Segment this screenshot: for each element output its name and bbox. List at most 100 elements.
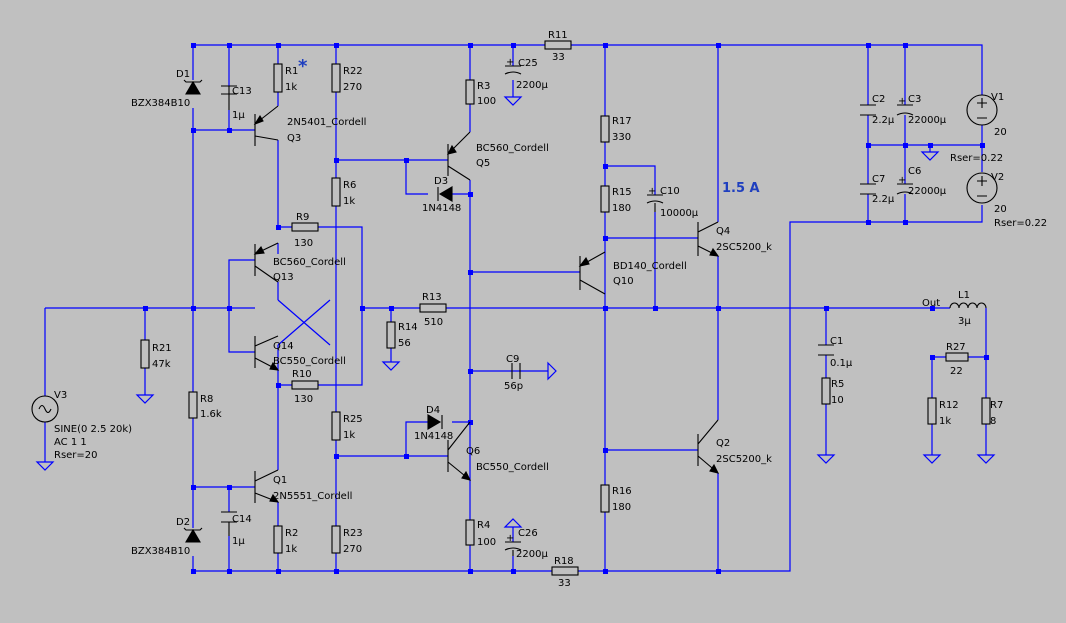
resistor-R27[interactable]: R27 22 (945, 342, 969, 377)
transistor-model: BC560_Cordell (476, 143, 549, 154)
source-V3[interactable]: V3 SINE(0 2.5 20k) AC 1 1 Rser=20 (31, 390, 132, 461)
capacitor-value: 56p (504, 381, 523, 392)
source-line1: SINE(0 2.5 20k) (54, 424, 132, 435)
resistor-R22[interactable]: R22 270 (331, 63, 363, 93)
resistor-value: 130 (294, 238, 313, 249)
resistor-R23[interactable]: R23 270 (331, 525, 363, 555)
capacitor-C1[interactable]: C1 0.1µ (818, 336, 853, 369)
resistor-R15[interactable]: R15 180 (600, 185, 632, 214)
inductor-L1[interactable]: L1 3µ (949, 290, 987, 327)
diode-model: BZX384B10 (131, 546, 190, 557)
capacitor-name: C3 (908, 94, 921, 105)
resistor-R10[interactable]: R10 130 (291, 369, 319, 405)
resistor-value: 47k (152, 359, 171, 370)
capacitor-C6[interactable]: + C6 22000µ (896, 166, 947, 197)
capacitor-name: C14 (232, 514, 252, 525)
resistor-name: R25 (343, 414, 363, 425)
resistor-R9[interactable]: R9 130 (291, 212, 319, 249)
diode-name: D2 (176, 517, 190, 528)
diode-D3[interactable]: D3 1N4148 (422, 176, 461, 214)
transistor-model: 2SC5200_k (716, 242, 772, 253)
transistor-model: 2N5401_Cordell (287, 117, 366, 128)
resistor-value: 180 (612, 203, 631, 214)
resistor-R17[interactable]: R17 330 (600, 115, 632, 143)
capacitor-C13[interactable]: C13 1µ (221, 85, 252, 121)
capacitor-C3[interactable]: + C3 22000µ (896, 94, 947, 126)
transistor-name: Q14 (273, 341, 294, 352)
capacitor-value: 2.2µ (872, 194, 895, 205)
resistor-name: R22 (343, 66, 363, 77)
capacitor-C7[interactable]: C7 2.2µ (860, 174, 895, 205)
resistor-name: R8 (200, 394, 213, 405)
resistor-R4[interactable]: R4 100 (465, 519, 496, 548)
capacitor-value: 2.2µ (872, 115, 895, 126)
transistor-Q4[interactable]: Q4 2SC5200_k (697, 221, 772, 257)
transistor-name: Q13 (273, 272, 294, 283)
capacitor-value: 1µ (232, 110, 245, 121)
resistor-value: 56 (398, 338, 411, 349)
resistor-R11[interactable]: R11 33 (544, 30, 572, 63)
transistor-Q6[interactable]: Q6 BC550_Cordell (447, 421, 549, 481)
resistor-R16[interactable]: R16 180 (600, 484, 632, 513)
transistor-name: Q6 (466, 446, 480, 457)
diode-D1[interactable]: D1 BZX384B10 (131, 69, 203, 109)
transistor-Q5[interactable]: BC560_Cordell Q5 (446, 131, 549, 181)
resistor-value: 1k (285, 82, 297, 93)
resistor-R7[interactable]: R7 8 (981, 397, 1003, 427)
resistor-value: 270 (343, 544, 362, 555)
capacitor-name: C13 (232, 86, 252, 97)
capacitor-C9[interactable]: C9 56p (504, 354, 523, 392)
transistor-Q2[interactable]: Q2 2SC5200_k (697, 419, 772, 474)
source-V2[interactable]: V2 20 Rser=0.22 (966, 172, 1047, 229)
capacitor-value: 22000µ (908, 186, 947, 197)
diode-name: D3 (434, 176, 448, 187)
resistor-value: 330 (612, 132, 631, 143)
resistor-R18[interactable]: R18 33 (551, 556, 579, 589)
capacitor-name: C7 (872, 174, 885, 185)
diode-model: BZX384B10 (131, 98, 190, 109)
capacitor-C10[interactable]: + C10 10000µ (646, 186, 699, 219)
resistor-R3[interactable]: R3 100 (465, 79, 496, 107)
capacitor-C14[interactable]: C14 1µ (221, 511, 252, 547)
resistor-name: R18 (554, 556, 574, 567)
resistor-R2[interactable]: R2 1k (273, 525, 298, 555)
diode-D4[interactable]: D4 1N4148 (414, 405, 453, 442)
resistor-R12[interactable]: R12 1k (927, 397, 959, 427)
resistor-name: R5 (831, 379, 844, 390)
resistor-R13[interactable]: R13 510 (419, 292, 447, 328)
capacitor-C25[interactable]: + C25 2200µ (504, 57, 548, 91)
source-value: 20 (994, 127, 1007, 138)
resistor-name: R3 (477, 81, 490, 92)
resistor-R5[interactable]: R5 10 (821, 377, 844, 406)
resistor-value: 130 (294, 394, 313, 405)
resistor-name: R2 (285, 528, 298, 539)
transistor-Q1[interactable]: Q1 2N5551_Cordell (254, 469, 352, 503)
junction-dots (143, 43, 989, 574)
source-V1[interactable]: V1 20 Rser=0.22 (950, 92, 1007, 164)
transistor-Q10[interactable]: BD140_Cordell Q10 (578, 251, 687, 295)
resistor-R6[interactable]: R6 1k (331, 177, 356, 207)
transistor-Q13[interactable]: BC560_Cordell Q13 (253, 242, 346, 283)
capacitor-C2[interactable]: C2 2.2µ (860, 94, 895, 126)
resistor-name: R23 (343, 528, 363, 539)
resistor-R25[interactable]: R25 1k (331, 411, 363, 441)
capacitor-C26[interactable]: + C26 2200µ (504, 528, 548, 560)
transistor-model: 2N5551_Cordell (273, 491, 352, 502)
diode-D2[interactable]: D2 BZX384B10 (131, 517, 203, 557)
resistor-R8[interactable]: R8 1.6k (188, 391, 222, 420)
resistor-R14[interactable]: R14 56 (386, 321, 418, 349)
transistor-Q3[interactable]: 2N5401_Cordell Q3 (253, 105, 366, 146)
current-annotation: 1.5 A (722, 181, 760, 196)
transistor-Q14[interactable]: Q14 BC550_Cordell (254, 335, 346, 371)
star-marker: * (298, 56, 308, 77)
capacitor-value: 2200µ (516, 80, 548, 91)
resistor-name: R16 (612, 486, 632, 497)
resistor-R1[interactable]: R1 1k (273, 63, 298, 93)
resistor-value: 1k (939, 416, 951, 427)
capacitor-name: C10 (660, 186, 680, 197)
resistor-value: 1k (343, 430, 355, 441)
resistor-value: 100 (477, 537, 496, 548)
resistor-value: 22 (950, 366, 963, 377)
resistor-R21[interactable]: R21 47k (140, 339, 172, 370)
